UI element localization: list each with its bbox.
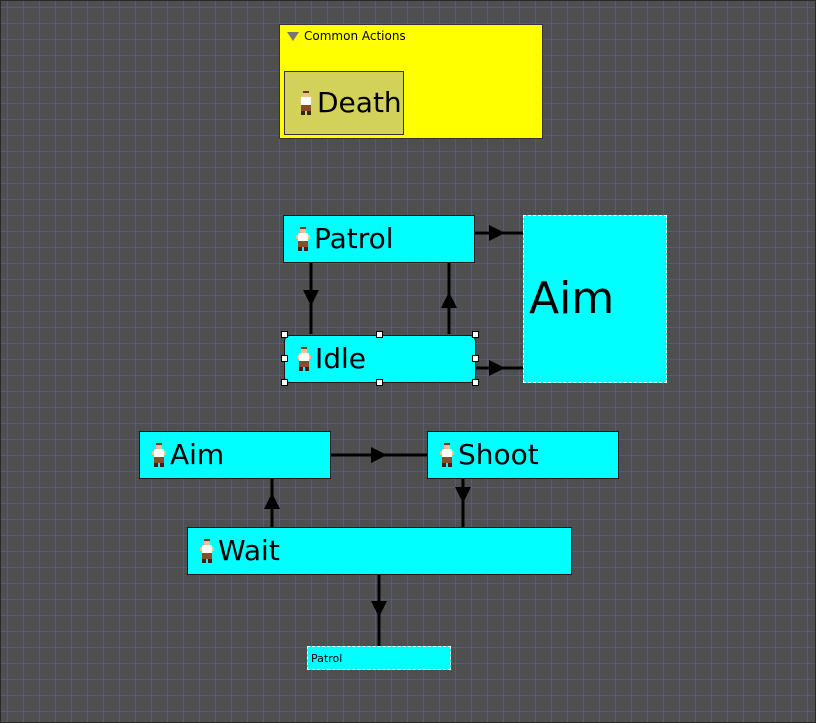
arrowhead-right (489, 360, 505, 376)
character-sprite-icon (295, 347, 313, 371)
character-sprite-icon (297, 91, 315, 115)
node-label: Aim (529, 273, 615, 324)
resize-handle-top-right[interactable] (472, 331, 479, 338)
arrowhead-up (441, 292, 457, 308)
resize-handle-left[interactable] (281, 355, 288, 362)
resize-handle-right[interactable] (472, 355, 479, 362)
node-label: Shoot (458, 438, 539, 471)
character-sprite-icon (438, 443, 456, 467)
state-node-patrol-reference[interactable]: Patrol (307, 646, 451, 670)
arrowhead-down (303, 290, 319, 306)
state-node-patrol[interactable]: Patrol (283, 215, 475, 263)
resize-handle-top-left[interactable] (281, 331, 288, 338)
group-title: Common Actions (304, 29, 406, 43)
group-header[interactable]: Common Actions (287, 29, 406, 43)
character-sprite-icon (294, 227, 312, 251)
node-label: Idle (315, 342, 367, 375)
arrowhead-down (455, 487, 471, 503)
node-label: Patrol (314, 222, 394, 255)
node-label: Death (317, 86, 402, 119)
arrowhead-right (489, 225, 505, 241)
resize-handle-bottom[interactable] (376, 379, 383, 386)
arrowhead-right (371, 447, 387, 463)
state-node-wait[interactable]: Wait (187, 527, 572, 575)
state-node-death[interactable]: Death (284, 71, 404, 135)
node-label: Aim (170, 438, 225, 471)
state-node-shoot[interactable]: Shoot (427, 431, 619, 479)
character-sprite-icon (198, 539, 216, 563)
arrowhead-up (264, 493, 280, 509)
collapse-triangle-icon[interactable] (287, 31, 299, 41)
node-label: Patrol (311, 651, 343, 665)
resize-handle-bottom-left[interactable] (281, 379, 288, 386)
character-sprite-icon (150, 443, 168, 467)
resize-handle-bottom-right[interactable] (472, 379, 479, 386)
arrowhead-down (371, 601, 387, 617)
common-actions-group[interactable]: Common Actions Death (279, 24, 543, 139)
state-node-aim[interactable]: Aim (139, 431, 331, 479)
state-node-idle[interactable]: Idle (284, 335, 476, 383)
resize-handle-top[interactable] (376, 331, 383, 338)
node-label: Wait (218, 534, 280, 567)
state-node-aim-reference[interactable]: Aim (523, 215, 667, 383)
